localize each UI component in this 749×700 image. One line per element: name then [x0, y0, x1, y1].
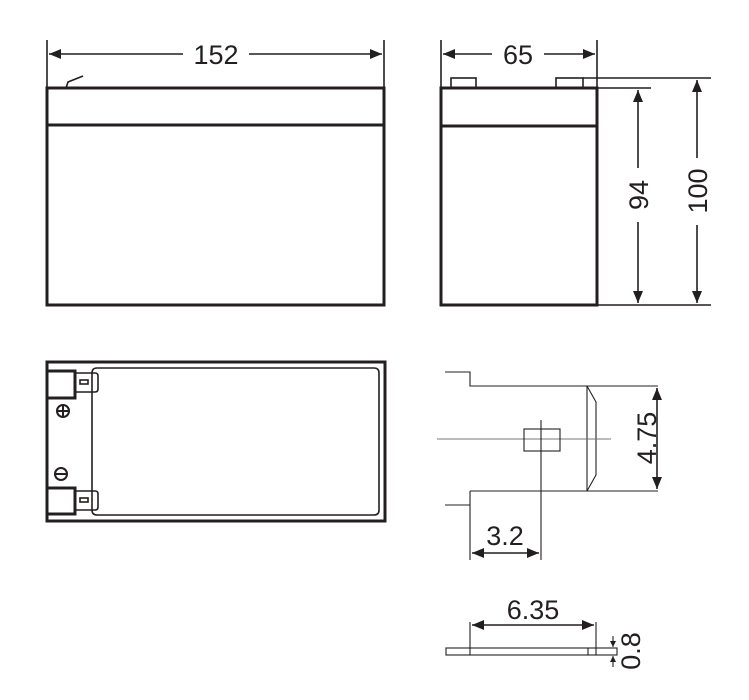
front-terminal-edge — [65, 75, 84, 89]
minus-icon — [54, 467, 68, 481]
positive-terminal-block — [48, 369, 77, 400]
terminal-left — [450, 77, 477, 89]
top-view — [45, 360, 387, 523]
total-height-label: 100 — [683, 168, 713, 213]
tab-length-label: 6.35 — [507, 595, 560, 625]
plus-icon — [56, 404, 70, 418]
front-case-outline — [45, 86, 386, 307]
width-dimension-label: 152 — [193, 40, 238, 70]
terminal-profile: 6.35 0.8 — [445, 595, 646, 670]
top-lid-outline — [91, 367, 380, 516]
terminal-right — [555, 77, 584, 89]
tab-hole — [523, 428, 561, 452]
positive-terminal-slot — [79, 379, 89, 385]
depth-dimension-label: 65 — [503, 40, 533, 70]
thickness-label: 0.8 — [616, 632, 646, 670]
side-view: 65 94 100 — [439, 40, 713, 307]
negative-terminal-slot — [79, 497, 89, 503]
terminal-plate — [445, 647, 618, 656]
side-case-outline — [439, 86, 599, 307]
negative-terminal-tab — [75, 490, 99, 511]
top-case-outline — [45, 360, 387, 523]
hole-offset-label: 3.2 — [486, 521, 524, 551]
front-view: 152 — [45, 40, 386, 307]
terminal-detail: 4.75 3.2 — [437, 371, 662, 560]
tab-width-label: 4.75 — [632, 412, 662, 465]
positive-terminal-tab — [75, 372, 99, 393]
negative-terminal-block — [48, 486, 77, 516]
case-height-label: 94 — [624, 180, 654, 210]
tab-upper-edge — [445, 371, 658, 387]
